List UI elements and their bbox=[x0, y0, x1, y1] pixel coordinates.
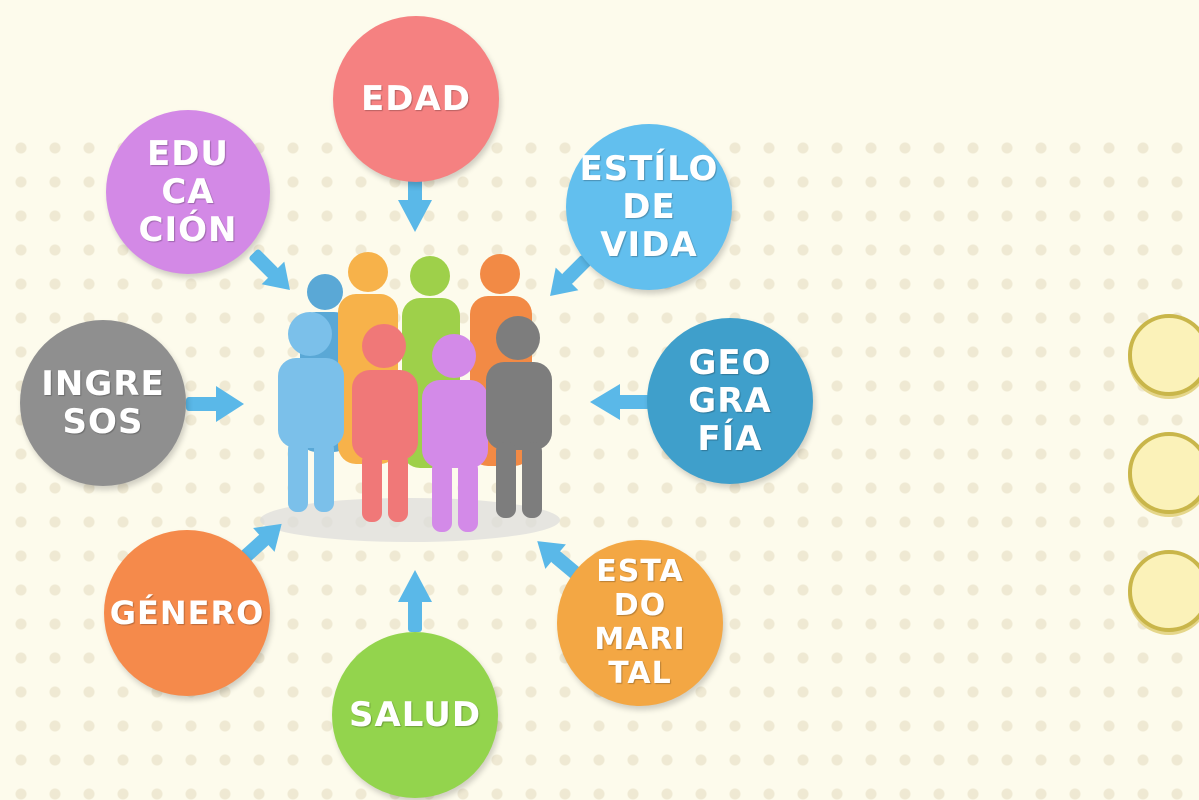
bubble-estado[interactable]: ESTA DO MARI TAL bbox=[557, 540, 723, 706]
arrows bbox=[186, 172, 650, 632]
bubble-estado-label: ESTA DO MARI TAL bbox=[594, 554, 686, 691]
bubble-estilo-label: ESTÍLO DE VIDA bbox=[579, 149, 719, 265]
arrow-ingresos bbox=[186, 386, 244, 422]
side-nav-dot-3[interactable] bbox=[1128, 550, 1199, 632]
person-gray bbox=[486, 316, 552, 518]
bubble-edad[interactable]: EDAD bbox=[333, 16, 499, 182]
bubble-educacion[interactable]: EDU CA CIÓN bbox=[106, 110, 270, 274]
arrow-geografia bbox=[590, 384, 650, 420]
bubble-geografia[interactable]: GEO GRA FÍA bbox=[647, 318, 813, 484]
bubble-ingresos[interactable]: INGRE SOS bbox=[20, 320, 186, 486]
side-nav-dot-2[interactable] bbox=[1128, 432, 1199, 514]
arrow-salud bbox=[398, 570, 432, 632]
bubble-salud[interactable]: SALUD bbox=[332, 632, 498, 798]
bubble-genero-label: GÉNERO bbox=[109, 594, 265, 632]
person-purple bbox=[422, 334, 488, 532]
bubble-edad-label: EDAD bbox=[361, 79, 471, 119]
arrow-estilo bbox=[550, 255, 591, 296]
person-red bbox=[352, 324, 418, 522]
bubble-ingresos-label: INGRE SOS bbox=[41, 364, 165, 442]
bubble-genero[interactable]: GÉNERO bbox=[104, 530, 270, 696]
arrow-educacion bbox=[249, 249, 290, 290]
bubble-geografia-label: GEO GRA FÍA bbox=[688, 343, 772, 459]
people-group bbox=[260, 252, 560, 542]
bubble-educacion-label: EDU CA CIÓN bbox=[138, 134, 238, 250]
bubble-estilo[interactable]: ESTÍLO DE VIDA bbox=[566, 124, 732, 290]
bubble-salud-label: SALUD bbox=[348, 695, 482, 735]
person-light-blue bbox=[278, 312, 344, 512]
side-nav-dot-1[interactable] bbox=[1128, 314, 1199, 396]
